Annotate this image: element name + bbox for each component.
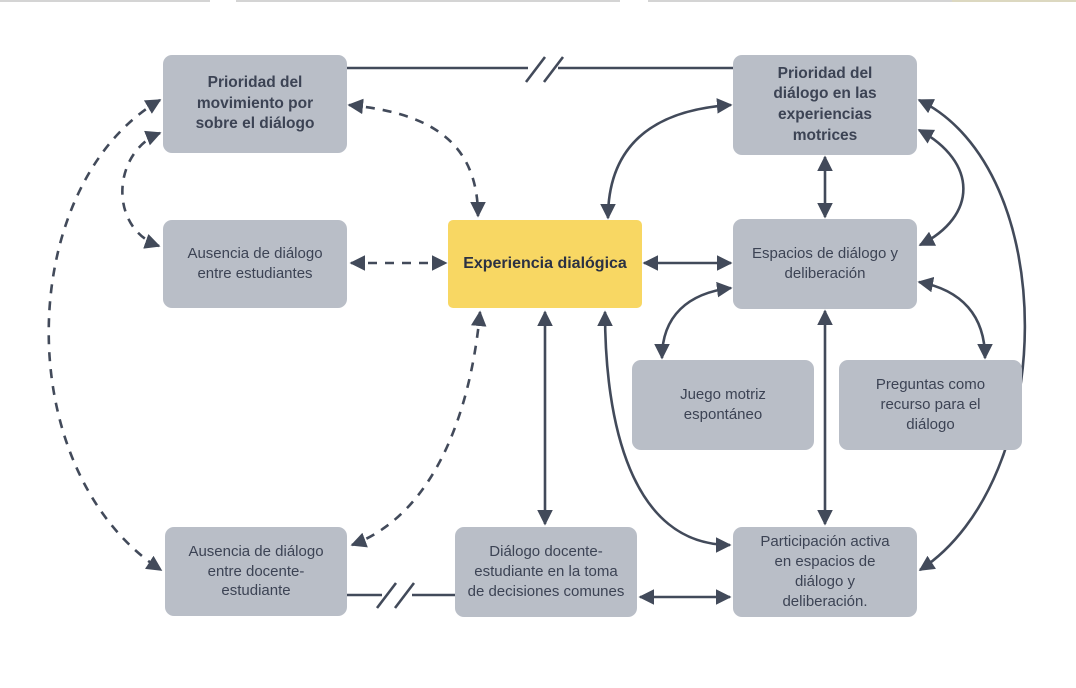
- node-ausencia-docente[interactable]: Ausencia de diálogo entre docente-estudi…: [165, 527, 347, 616]
- top-border-segment: [236, 0, 620, 2]
- node-prioridad-movimiento[interactable]: Prioridad del movimiento por sobre el di…: [163, 55, 347, 153]
- node-label: Experiencia dialógica: [463, 255, 627, 273]
- edge-esp-juego: [654, 281, 733, 360]
- node-preguntas-recurso[interactable]: Preguntas como recurso para el diálogo: [839, 360, 1022, 450]
- node-label: Juego motriz espontáneo: [680, 386, 766, 423]
- edge-pmov-adoc: [47, 98, 163, 572]
- node-espacios-dialogo[interactable]: Espacios de diálogo y deliberación: [733, 219, 917, 309]
- break-slash-icon: [524, 56, 547, 83]
- node-experiencia-dialogica[interactable]: Experiencia dialógica: [448, 220, 642, 308]
- top-border-segment: [648, 0, 952, 2]
- node-label: Ausencia de diálogo entre estudiantes: [187, 245, 323, 282]
- edge-expd-part: [597, 310, 732, 553]
- node-dialogo-docente[interactable]: Diálogo docente-estudiante en la toma de…: [455, 527, 637, 617]
- node-label: Participación activa en espacios de diál…: [760, 533, 890, 610]
- top-border-segment: [952, 0, 1076, 2]
- break-slash-icon: [393, 582, 416, 609]
- edge-expd-adoc: [350, 310, 487, 548]
- node-label: Diálogo docente-estudiante en la toma de…: [467, 543, 625, 600]
- node-ausencia-estudiantes[interactable]: Ausencia de diálogo entre estudiantes: [163, 220, 347, 308]
- top-border-segment: [0, 0, 210, 2]
- node-participacion-activa[interactable]: Participación activa en espacios de diál…: [733, 527, 917, 617]
- node-label: Espacios de diálogo y deliberación: [752, 245, 898, 282]
- edge-pdia-part: [917, 98, 1027, 572]
- edge-pmov-aest: [121, 130, 162, 249]
- node-juego-motriz[interactable]: Juego motriz espontáneo: [632, 360, 814, 450]
- node-label: Prioridad del movimiento por sobre el di…: [195, 74, 315, 133]
- edge-expd-pdia: [600, 98, 733, 220]
- node-label: Ausencia de diálogo entre docente-estudi…: [188, 542, 324, 600]
- node-label: Preguntas como recurso para el diálogo: [875, 376, 986, 433]
- node-prioridad-dialogo[interactable]: Prioridad del diálogo en las experiencia…: [733, 55, 917, 155]
- edge-esp-preg: [917, 276, 993, 360]
- break-slash-icon: [375, 582, 398, 609]
- node-label: Prioridad del diálogo en las experiencia…: [773, 64, 877, 144]
- edge-pdia-esp-curve: [917, 128, 965, 247]
- break-slash-icon: [542, 56, 565, 83]
- edge-pmov-expd: [347, 98, 486, 218]
